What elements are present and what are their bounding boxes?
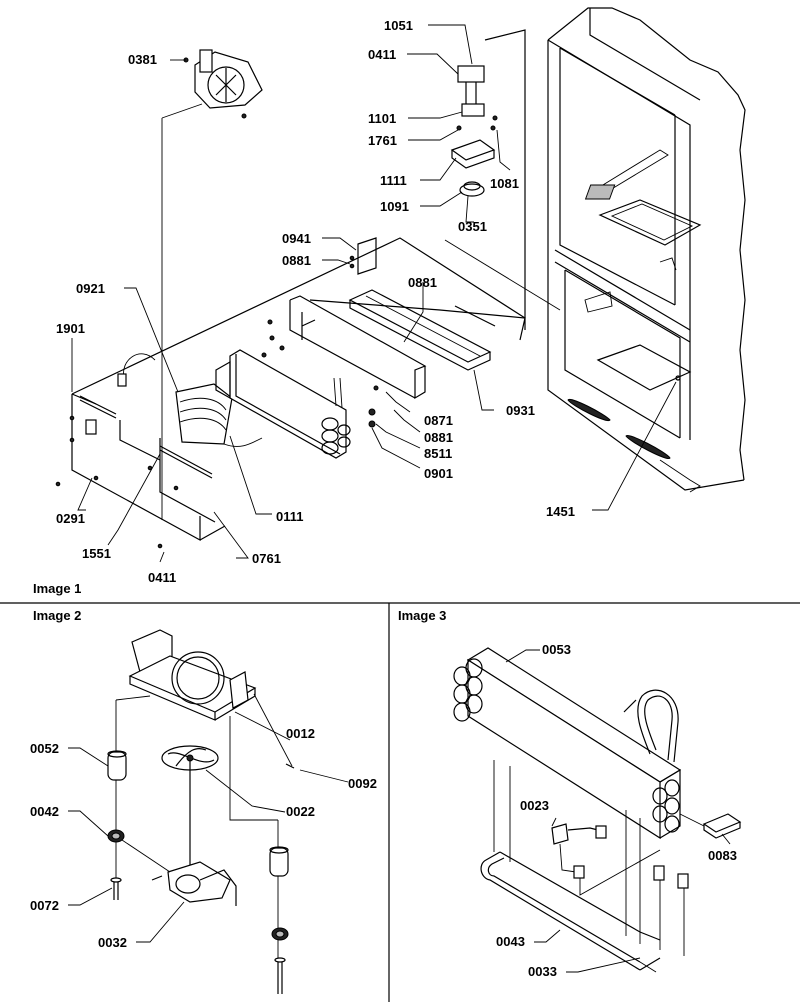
label-1761: 1761 xyxy=(368,133,397,148)
label-0111: 0111 xyxy=(276,509,304,524)
image1-leaders xyxy=(71,24,677,563)
label-0052: 0052 xyxy=(30,741,59,756)
image3-title: Image 3 xyxy=(398,608,446,623)
label-1101: 1101 xyxy=(368,111,396,126)
label-0072: 0072 xyxy=(30,898,59,913)
label-0881-c: 0881 xyxy=(424,430,453,445)
back-panel xyxy=(309,29,526,341)
label-0042: 0042 xyxy=(30,804,59,819)
label-0092: 0092 xyxy=(348,776,377,791)
image1-drawing xyxy=(55,7,746,563)
image2-title: Image 2 xyxy=(33,608,81,623)
damper-assembly xyxy=(450,65,498,197)
label-0012: 0012 xyxy=(286,726,315,741)
label-0411-bottom: 0411 xyxy=(148,570,176,585)
label-0053: 0053 xyxy=(542,642,571,657)
label-0033: 0033 xyxy=(528,964,557,979)
label-0871: 0871 xyxy=(424,413,453,428)
label-0022: 0022 xyxy=(286,804,315,819)
label-0761: 0761 xyxy=(252,551,281,566)
label-0921: 0921 xyxy=(76,281,105,296)
evaporator-cover-0291 xyxy=(55,237,526,549)
label-1081: 1081 xyxy=(490,176,519,191)
bracket-0871 xyxy=(261,295,427,428)
image1-title: Image 1 xyxy=(33,581,81,596)
label-0931: 0931 xyxy=(506,403,535,418)
label-0351: 0351 xyxy=(458,219,487,234)
label-0032: 0032 xyxy=(98,935,127,950)
label-0881-a: 0881 xyxy=(282,253,311,268)
label-1091: 1091 xyxy=(380,199,409,214)
label-0411-top: 0411 xyxy=(368,47,396,62)
label-1051: 1051 xyxy=(384,18,413,33)
label-1111: 1111 xyxy=(380,173,407,188)
evaporator-coil xyxy=(215,349,351,459)
heater-strip-1551 xyxy=(79,353,213,479)
image3-drawing xyxy=(453,647,742,973)
label-1901: 1901 xyxy=(56,321,85,336)
label-0291: 0291 xyxy=(56,511,85,526)
fan-shroud-0381 xyxy=(183,49,263,119)
label-0023: 0023 xyxy=(520,798,549,813)
refrigerator-cabinet xyxy=(547,7,746,493)
drain-trough-0931 xyxy=(348,289,492,371)
panel-0941 xyxy=(349,237,377,275)
label-0941: 0941 xyxy=(282,231,311,246)
label-1551: 1551 xyxy=(82,546,111,561)
label-0043: 0043 xyxy=(496,934,525,949)
label-0381: 0381 xyxy=(128,52,157,67)
label-1451: 1451 xyxy=(546,504,575,519)
image2-drawing xyxy=(68,629,349,994)
label-8511: 8511 xyxy=(424,446,452,461)
label-0083: 0083 xyxy=(708,848,737,863)
label-0901: 0901 xyxy=(424,466,453,481)
shroud-0921 xyxy=(175,383,263,447)
label-0881-b: 0881 xyxy=(408,275,437,290)
